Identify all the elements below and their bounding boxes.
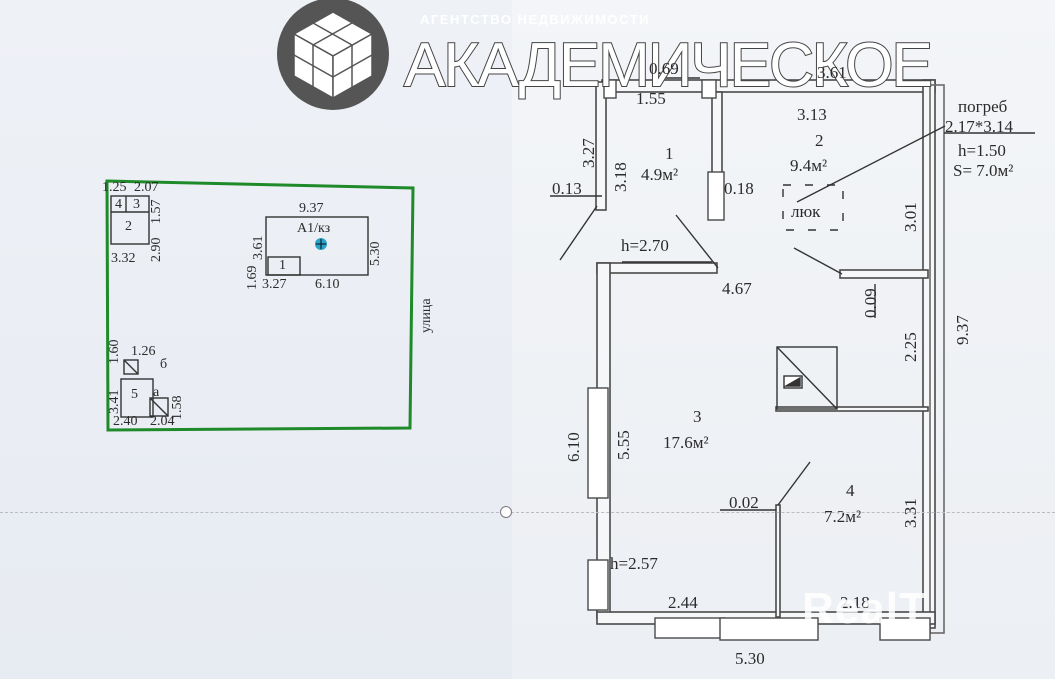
dim-label: 1.69 bbox=[245, 265, 260, 291]
dim-label: 0.13 bbox=[552, 179, 582, 198]
dim-label: 5.30 bbox=[735, 649, 765, 668]
dim-label: 3.41 bbox=[107, 389, 122, 415]
ceiling-height: h=2.57 bbox=[610, 554, 658, 573]
dim-label: 5.30 bbox=[368, 241, 383, 267]
dim-label: 2.07 bbox=[134, 180, 159, 195]
dim-label: 1.57 bbox=[149, 199, 164, 225]
house-label: А1/кз bbox=[297, 221, 331, 236]
dim-label: 9.37 bbox=[953, 315, 972, 345]
room-area: 17.6м² bbox=[663, 433, 709, 452]
agency-logo-text: АКАДЕМИЧЕСКОЕ bbox=[403, 30, 934, 101]
dim-label: 2.90 bbox=[149, 237, 164, 263]
realt-watermark: RealT bbox=[802, 584, 927, 633]
dim-label: 2.04 bbox=[150, 414, 175, 429]
site-plan-background bbox=[0, 0, 512, 679]
building-number: 1 bbox=[279, 258, 286, 273]
hatch-label: люк bbox=[791, 202, 821, 221]
window-marks bbox=[587, 79, 931, 641]
room-area: 4.9м² bbox=[641, 165, 679, 184]
logo-cube-icon bbox=[277, 0, 389, 110]
room-number: 1 bbox=[665, 144, 674, 163]
dim-label: 2.25 bbox=[901, 332, 920, 362]
dim-label: 6.10 bbox=[564, 432, 583, 462]
dim-label: 0.69 bbox=[649, 59, 679, 78]
dim-label: 6.10 bbox=[315, 277, 340, 292]
cellar-height: h=1.50 bbox=[958, 141, 1006, 160]
floor-plan-walls bbox=[595, 79, 945, 634]
cellar-title: погреб bbox=[958, 97, 1008, 116]
crop-handle[interactable] bbox=[500, 506, 512, 518]
site-boundary bbox=[105, 179, 415, 432]
outbuildings-top bbox=[110, 195, 150, 245]
building-number: 3 bbox=[133, 197, 140, 212]
dim-label: 2.44 bbox=[668, 593, 698, 612]
dim-label: 0.18 bbox=[724, 179, 754, 198]
dim-label: 3.13 bbox=[797, 105, 827, 124]
building-number: 4 bbox=[115, 197, 122, 212]
street-label: улица bbox=[419, 298, 434, 333]
dim-label: 2.18 bbox=[840, 593, 870, 612]
dim-label: 3.01 bbox=[901, 202, 920, 232]
building-number: 5 bbox=[131, 387, 138, 402]
dim-label: 1.60 bbox=[107, 339, 122, 365]
ceiling-height: h=2.70 bbox=[621, 236, 669, 255]
room-number: 4 bbox=[846, 481, 855, 500]
outbuildings-bottom bbox=[120, 359, 169, 418]
leader-lines bbox=[550, 77, 1035, 511]
cellar-size: 2.17*3.14 bbox=[945, 117, 1013, 136]
stove-icon bbox=[776, 346, 838, 410]
dim-label: 9.37 bbox=[299, 201, 324, 216]
room-area: 7.2м² bbox=[824, 507, 862, 526]
dim-label: 1.26 bbox=[131, 344, 156, 359]
dim-label: 3.31 bbox=[901, 498, 920, 528]
dim-label: 3.61 bbox=[817, 63, 847, 82]
dim-label: 0.09 bbox=[861, 288, 880, 318]
crop-guide-line bbox=[0, 512, 1055, 513]
dim-label: 0.02 bbox=[729, 493, 759, 512]
dim-label: 3.27 bbox=[262, 277, 287, 292]
building-letter: б bbox=[160, 357, 168, 372]
agency-subtitle: АГЕНТСТВО НЕДВИЖИМОСТИ bbox=[420, 12, 650, 27]
main-house-outline bbox=[265, 216, 369, 276]
cellar-area: S= 7.0м² bbox=[953, 161, 1014, 180]
room-number: 2 bbox=[815, 131, 824, 150]
dim-label: 5.55 bbox=[614, 430, 633, 460]
hatch-box bbox=[782, 184, 844, 231]
dim-label: 3.61 bbox=[251, 235, 266, 261]
dim-label: 3.32 bbox=[111, 251, 136, 266]
dim-label: 2.40 bbox=[113, 414, 138, 429]
dim-label: 3.27 bbox=[579, 138, 598, 168]
building-letter: а bbox=[153, 385, 160, 400]
dim-label: 4.67 bbox=[722, 279, 752, 298]
building-number: 2 bbox=[125, 219, 132, 234]
dim-label: 1.55 bbox=[636, 89, 666, 108]
room-number: 3 bbox=[693, 407, 702, 426]
dim-label: 1.25 bbox=[102, 180, 127, 195]
dim-label: 3.18 bbox=[611, 162, 630, 192]
room-area: 9.4м² bbox=[790, 156, 828, 175]
